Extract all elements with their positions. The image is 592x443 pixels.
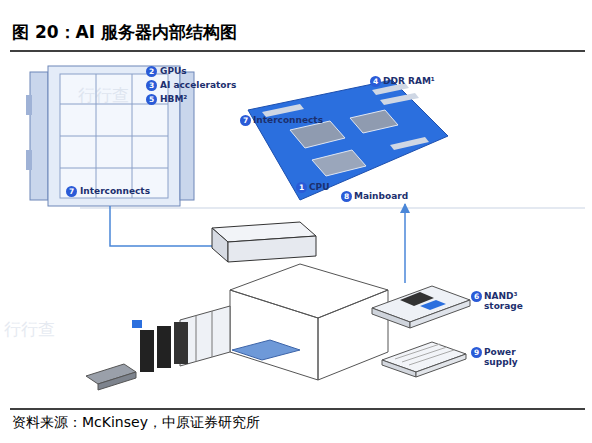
callout-number: 7 (66, 186, 77, 197)
figure-title: 图 20：AI 服务器内部结构图 (12, 21, 237, 44)
component-label: GPUs (160, 66, 240, 76)
callout-number: 4 (370, 76, 381, 87)
callout-number: 6 (471, 291, 482, 302)
watermark: 行行查 (78, 84, 129, 107)
component-group: DDR RAM¹ InterconnectsCPU Mainboard (235, 72, 465, 204)
component-group: Power supply (378, 338, 528, 378)
power-supply-tray (382, 342, 466, 377)
component-label: NAND³ storage (484, 291, 528, 311)
mainboard-illustration (248, 80, 448, 200)
callout-number: 3 (146, 80, 157, 91)
leader-line (110, 206, 214, 246)
component-group: GPUsAI acceleratorsHBM²Interconnects (20, 62, 220, 207)
arrow-connector (404, 204, 406, 283)
callout-number: 1 (296, 182, 307, 193)
component-group: NAND³ storage (368, 283, 528, 328)
separator (80, 208, 585, 209)
title-rule (10, 50, 585, 52)
gpu-modules (132, 320, 188, 372)
component-label: DDR RAM¹ (383, 76, 463, 86)
component-label: HBM² (160, 94, 240, 104)
caption-rule (10, 408, 585, 410)
callout-number: 2 (146, 66, 157, 77)
component-label: Mainboard (354, 191, 414, 201)
callout-number: 8 (341, 191, 352, 202)
component-label: Interconnects (80, 186, 160, 196)
cables (86, 364, 136, 390)
nand-tray (372, 286, 470, 328)
component-label: CPU (309, 182, 349, 192)
source-caption: 资料来源：McKinsey，中原证券研究所 (12, 414, 260, 432)
component-label: AI accelerators (160, 80, 240, 90)
watermark: 行行查 (4, 318, 55, 341)
component-label: Power supply (484, 347, 528, 367)
callout-number: 9 (471, 347, 482, 358)
server-chassis (180, 222, 388, 380)
component-label: Interconnects (253, 115, 333, 125)
callout-number: 7 (240, 115, 251, 126)
callout-number: 5 (146, 94, 157, 105)
